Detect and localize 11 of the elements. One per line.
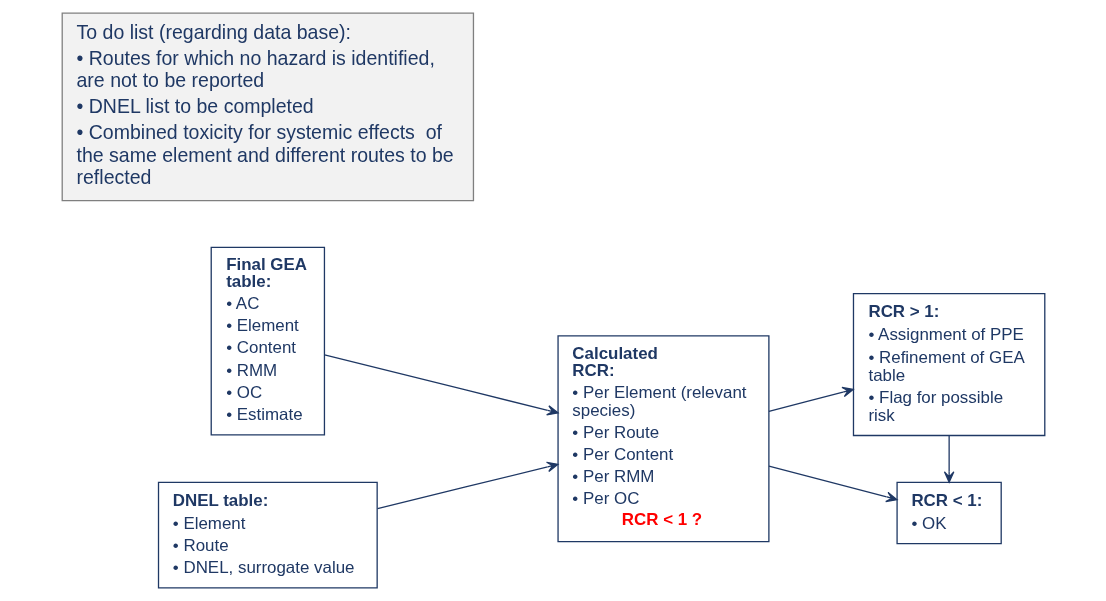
node-box: To do list (regarding data base): • Routes for which no hazard is identified, are not to be reported • DNEL list to be completed • Combined toxicity for systemic effects of the same element and different routes to be reflected <box>61 12 474 202</box>
node-box: RCR < 1: • OK <box>895 481 1002 545</box>
arrow <box>943 435 954 483</box>
arrow <box>376 461 558 510</box>
node-box: Final GEA table: • AC • Element • Content • RMM • OC • Estimate <box>210 246 325 436</box>
arrow <box>323 354 559 416</box>
arrow <box>767 386 854 413</box>
arrow <box>767 465 898 503</box>
node-box: Calculated RCR: • Per Element (relevant species) • Per Route • Per Content • Per RMM • Per OC RCR < 1 ? <box>556 335 770 543</box>
node-box: RCR > 1: • Assignment of PPE • Refinement of GEA table • Flag for possible risk <box>852 293 1045 437</box>
node-box: DNEL table: • Element • Route • DNEL, surrogate value <box>157 481 378 589</box>
